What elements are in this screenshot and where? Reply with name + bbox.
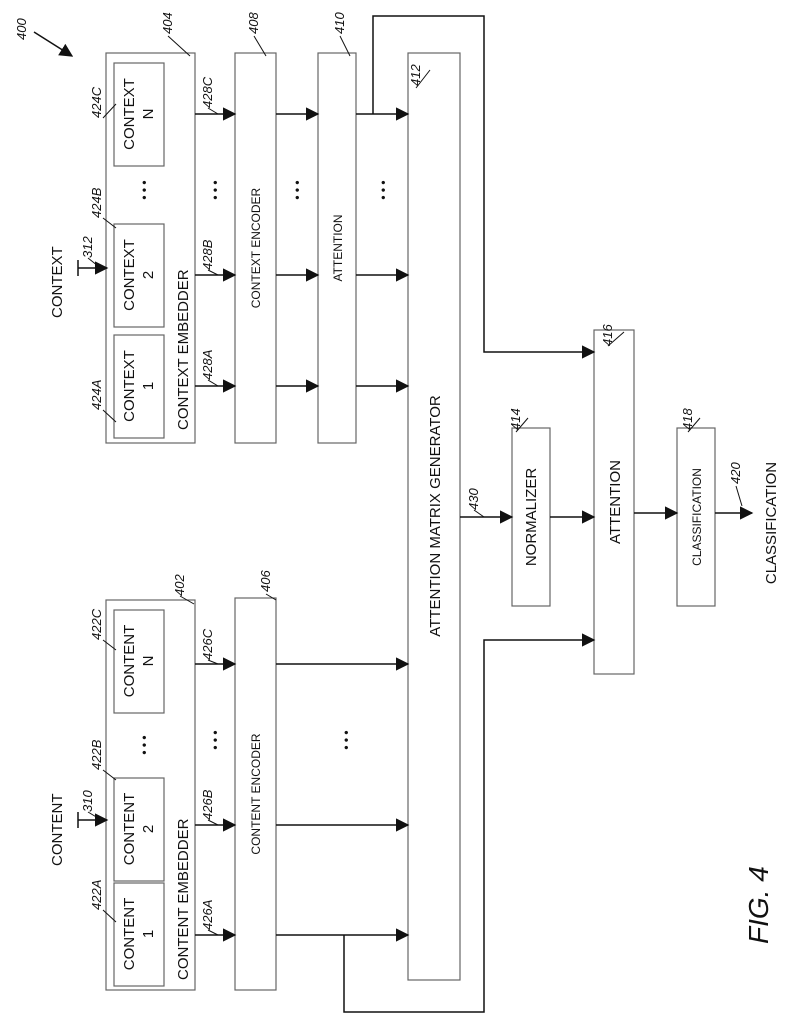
context-encoder: CONTEXT ENCODER 408 428A 428B 428C • • • (195, 12, 276, 443)
svg-text:430: 430 (466, 488, 481, 510)
content-embedder: CONTENT EMBEDDER 402 CONTENT 1 422A CONT… (89, 574, 195, 990)
svg-text:426C: 426C (200, 628, 215, 660)
final-attention: ATTENTION 416 (344, 16, 634, 1012)
svg-text:CONTEXT: CONTEXT (121, 78, 138, 150)
svg-text:402: 402 (172, 574, 187, 596)
svg-text:• • •: • • • (208, 730, 222, 749)
svg-text:N: N (140, 656, 157, 667)
content-item-n: CONTENT N 422C (89, 608, 164, 713)
final-attention-label: ATTENTION (607, 460, 624, 544)
context-ellipsis: • • • (137, 180, 151, 199)
svg-text:2: 2 (140, 825, 157, 833)
context-input: CONTEXT 312 (49, 236, 107, 318)
svg-text:• • •: • • • (290, 180, 304, 199)
context-item-1: CONTEXT 1 424A (89, 335, 164, 438)
svg-text:424B: 424B (89, 187, 104, 218)
svg-text:N: N (140, 109, 157, 120)
svg-text:416: 416 (600, 324, 615, 346)
classification-output: 420 CLASSIFICATION (715, 462, 780, 585)
context-encoder-label: CONTEXT ENCODER (249, 187, 263, 308)
svg-text:1: 1 (140, 930, 157, 938)
content-input: CONTENT 310 (49, 790, 107, 866)
content-embedder-label: CONTENT EMBEDDER (175, 818, 192, 980)
figure-caption: FIG. 4 (743, 866, 774, 944)
content-encoder: CONTENT ENCODER 406 426A 426B 426C • • • (195, 570, 276, 990)
svg-text:428A: 428A (200, 350, 215, 380)
svg-text:CONTEXT: CONTEXT (121, 350, 138, 422)
svg-text:CONTENT: CONTENT (49, 794, 66, 867)
classification-block: CLASSIFICATION 418 (634, 408, 715, 606)
context-attention: ATTENTION 410 • • • (276, 12, 356, 443)
content-ellipsis: • • • (137, 735, 151, 754)
svg-text:408: 408 (246, 12, 261, 34)
svg-text:406: 406 (258, 570, 273, 592)
context-item-n: CONTEXT N 424C (89, 63, 164, 166)
svg-text:2: 2 (140, 271, 157, 279)
svg-text:• • •: • • • (339, 730, 353, 749)
svg-text:312: 312 (80, 236, 95, 258)
svg-text:410: 410 (332, 12, 347, 34)
svg-text:422A: 422A (89, 880, 104, 910)
svg-text:• • •: • • • (376, 180, 390, 199)
svg-text:428B: 428B (200, 239, 215, 270)
svg-text:CONTENT: CONTENT (121, 898, 138, 971)
classification-block-label: CLASSIFICATION (690, 468, 704, 566)
svg-text:424C: 424C (89, 86, 104, 118)
context-embedder-label: CONTEXT EMBEDDER (175, 269, 192, 430)
svg-text:400: 400 (14, 18, 29, 40)
svg-text:• • •: • • • (208, 180, 222, 199)
svg-text:CONTENT: CONTENT (121, 793, 138, 866)
figure-ref-400: 400 (14, 18, 72, 56)
content-encoder-label: CONTENT ENCODER (249, 733, 263, 854)
classification-output-label: CLASSIFICATION (763, 462, 780, 584)
amg-label: ATTENTION MATRIX GENERATOR (427, 395, 444, 637)
content-item-1: CONTENT 1 422A (89, 880, 164, 986)
svg-text:CONTEXT: CONTEXT (49, 246, 66, 318)
normalizer-label: NORMALIZER (523, 468, 540, 567)
svg-text:422C: 422C (89, 608, 104, 640)
svg-text:420: 420 (728, 462, 743, 484)
svg-text:1: 1 (140, 382, 157, 390)
svg-text:310: 310 (80, 790, 95, 812)
svg-text:428C: 428C (200, 76, 215, 108)
svg-text:426B: 426B (200, 789, 215, 820)
svg-text:422B: 422B (89, 739, 104, 770)
svg-text:CONTENT: CONTENT (121, 625, 138, 698)
context-embedder: CONTEXT EMBEDDER 404 CONTEXT 1 424A CONT… (89, 12, 195, 443)
svg-text:404: 404 (160, 12, 175, 34)
normalizer: NORMALIZER 414 430 (460, 408, 550, 606)
svg-text:426A: 426A (200, 900, 215, 930)
svg-text:424A: 424A (89, 380, 104, 410)
svg-text:CONTEXT: CONTEXT (121, 239, 138, 311)
context-attention-label: ATTENTION (331, 214, 345, 281)
